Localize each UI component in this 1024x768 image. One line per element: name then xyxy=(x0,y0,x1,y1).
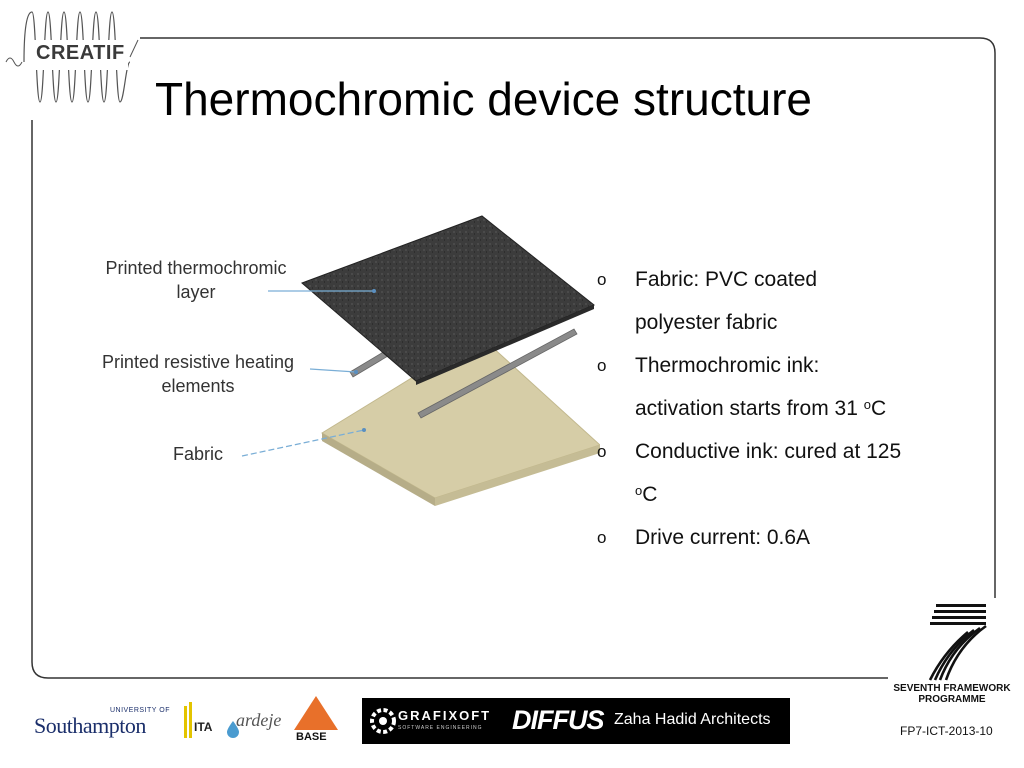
fp7-seven-logo xyxy=(928,604,987,681)
callout-line: Printed thermochromic xyxy=(105,258,287,278)
bullet-item: o Thermochromic ink: activation starts f… xyxy=(597,344,997,430)
bullet-text: Conductive ink: cured at 125 xyxy=(635,440,902,463)
bullet-text: polyester fabric xyxy=(635,311,778,334)
bullet-marker: o xyxy=(597,356,607,375)
unit: C xyxy=(642,483,658,506)
ardeje-drop-icon xyxy=(227,721,239,738)
bullet-item: o Fabric: PVC coated polyester fabric xyxy=(597,258,997,344)
bullet-text: Fabric: PVC coated xyxy=(635,268,818,291)
grafixoft-subtext: SOFTWARE ENGINEERING xyxy=(398,725,483,731)
slide-title: Thermochromic device structure xyxy=(155,73,812,125)
degree-sign: o xyxy=(863,397,871,412)
ita-logo: ITA xyxy=(180,702,214,740)
callout-fabric: Fabric xyxy=(160,442,236,466)
thermochromic-layer xyxy=(301,215,595,382)
grafixoft-text: GRAFIXOFT xyxy=(398,708,492,723)
fp7-line-2: PROGRAMME xyxy=(918,694,986,705)
bullet-text: oC xyxy=(635,473,997,516)
device-structure-diagram xyxy=(241,215,600,506)
zaha-text: Zaha Hadid Architects xyxy=(614,711,771,728)
base-triangle-icon xyxy=(294,696,338,730)
creatif-logo xyxy=(5,11,139,103)
grafixoft-gear-icon xyxy=(370,708,396,734)
southampton-text: Southampton xyxy=(34,713,146,738)
bullet-marker: o xyxy=(597,270,607,289)
southampton-small-text: UNIVERSITY OF xyxy=(109,707,170,714)
fp7-line-1: SEVENTH FRAMEWORK xyxy=(893,683,1011,694)
callout-line: Printed resistive heating xyxy=(101,352,295,372)
ardeje-text: ardeje xyxy=(236,710,282,730)
spec-bullet-list: o Fabric: PVC coated polyester fabric o … xyxy=(597,258,997,559)
bullet-text: Thermochromic ink: xyxy=(635,354,820,377)
ita-text: ITA xyxy=(194,720,213,734)
fp7-project-code: FP7-ICT-2013-10 xyxy=(900,724,993,738)
callout-line: layer xyxy=(176,282,216,302)
ita-mark-icon xyxy=(184,702,192,738)
base-logo: BASE xyxy=(292,694,340,744)
bullet-item: o Drive current: 0.6A xyxy=(597,516,997,559)
callout-thermochromic-layer: Printed thermochromic layer xyxy=(86,256,306,304)
creatif-logo-text: CREATIF xyxy=(36,42,125,64)
ardeje-logo: ardeje xyxy=(226,704,282,740)
bullet-text-part: activation starts from 31 xyxy=(635,397,864,420)
diffus-text: DIFFUS xyxy=(512,705,604,735)
partner-logo-band: GRAFIXOFT SOFTWARE ENGINEERING DIFFUS Za… xyxy=(362,698,790,744)
bullet-marker: o xyxy=(597,442,607,461)
unit: C xyxy=(871,397,887,420)
southampton-logo: UNIVERSITY OF Southampton xyxy=(34,707,170,739)
bullet-text: activation starts from 31 oC xyxy=(635,387,997,430)
degree-sign: o xyxy=(635,483,643,498)
callout-line: elements xyxy=(161,376,235,396)
heating-element-2 xyxy=(417,328,578,419)
base-text: BASE xyxy=(296,731,327,743)
bullet-marker: o xyxy=(597,528,607,547)
bullet-text: Drive current: 0.6A xyxy=(635,526,811,549)
callout-heating-elements: Printed resistive heating elements xyxy=(84,350,312,398)
callout-line: Fabric xyxy=(172,444,223,464)
bullet-item: o Conductive ink: cured at 125 oC xyxy=(597,430,997,516)
